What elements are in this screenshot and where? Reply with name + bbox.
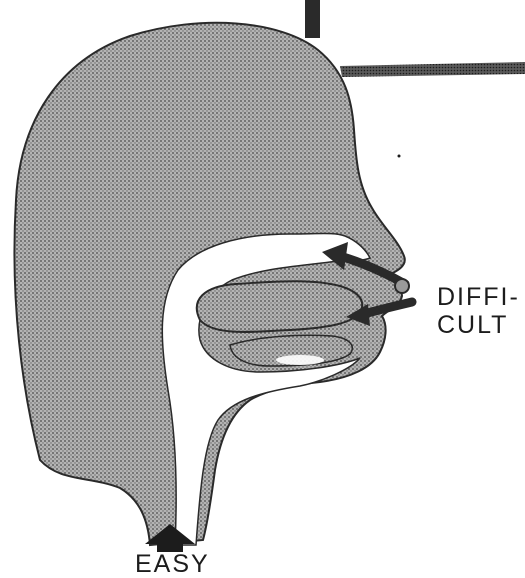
difficult-label-line1: DIFFI-	[437, 284, 520, 310]
tongue	[197, 281, 362, 332]
easy-label: EASY	[135, 551, 210, 577]
frame-lines	[305, 0, 525, 77]
difficult-label-line2: CULT	[437, 312, 508, 338]
